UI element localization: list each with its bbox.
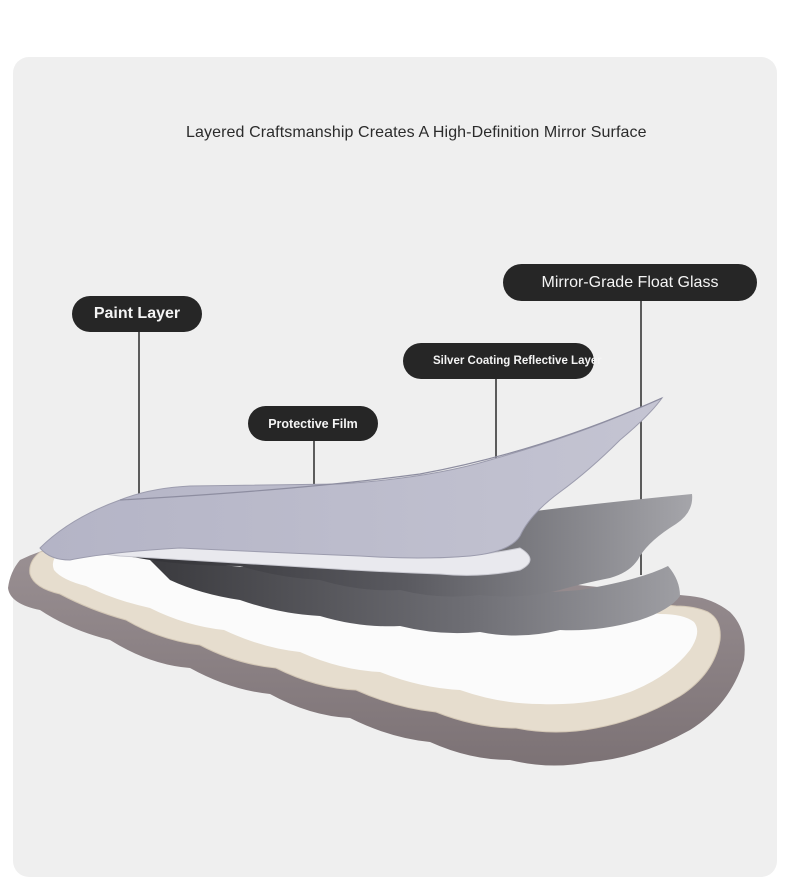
paint-layer-callout: Paint Layer	[72, 296, 202, 332]
silver-sheet-lower	[150, 560, 680, 636]
protective-film-callout: Protective Film	[248, 406, 378, 441]
float-glass-callout: Mirror-Grade Float Glass	[503, 264, 757, 301]
paint-sheet-edge	[119, 397, 663, 501]
silver-coating-callout: Silver Coating Reflective Layer	[403, 343, 602, 379]
paint-layer-sheet	[39, 396, 664, 561]
page-title: Layered Craftsmanship Creates A High-Def…	[186, 124, 647, 141]
